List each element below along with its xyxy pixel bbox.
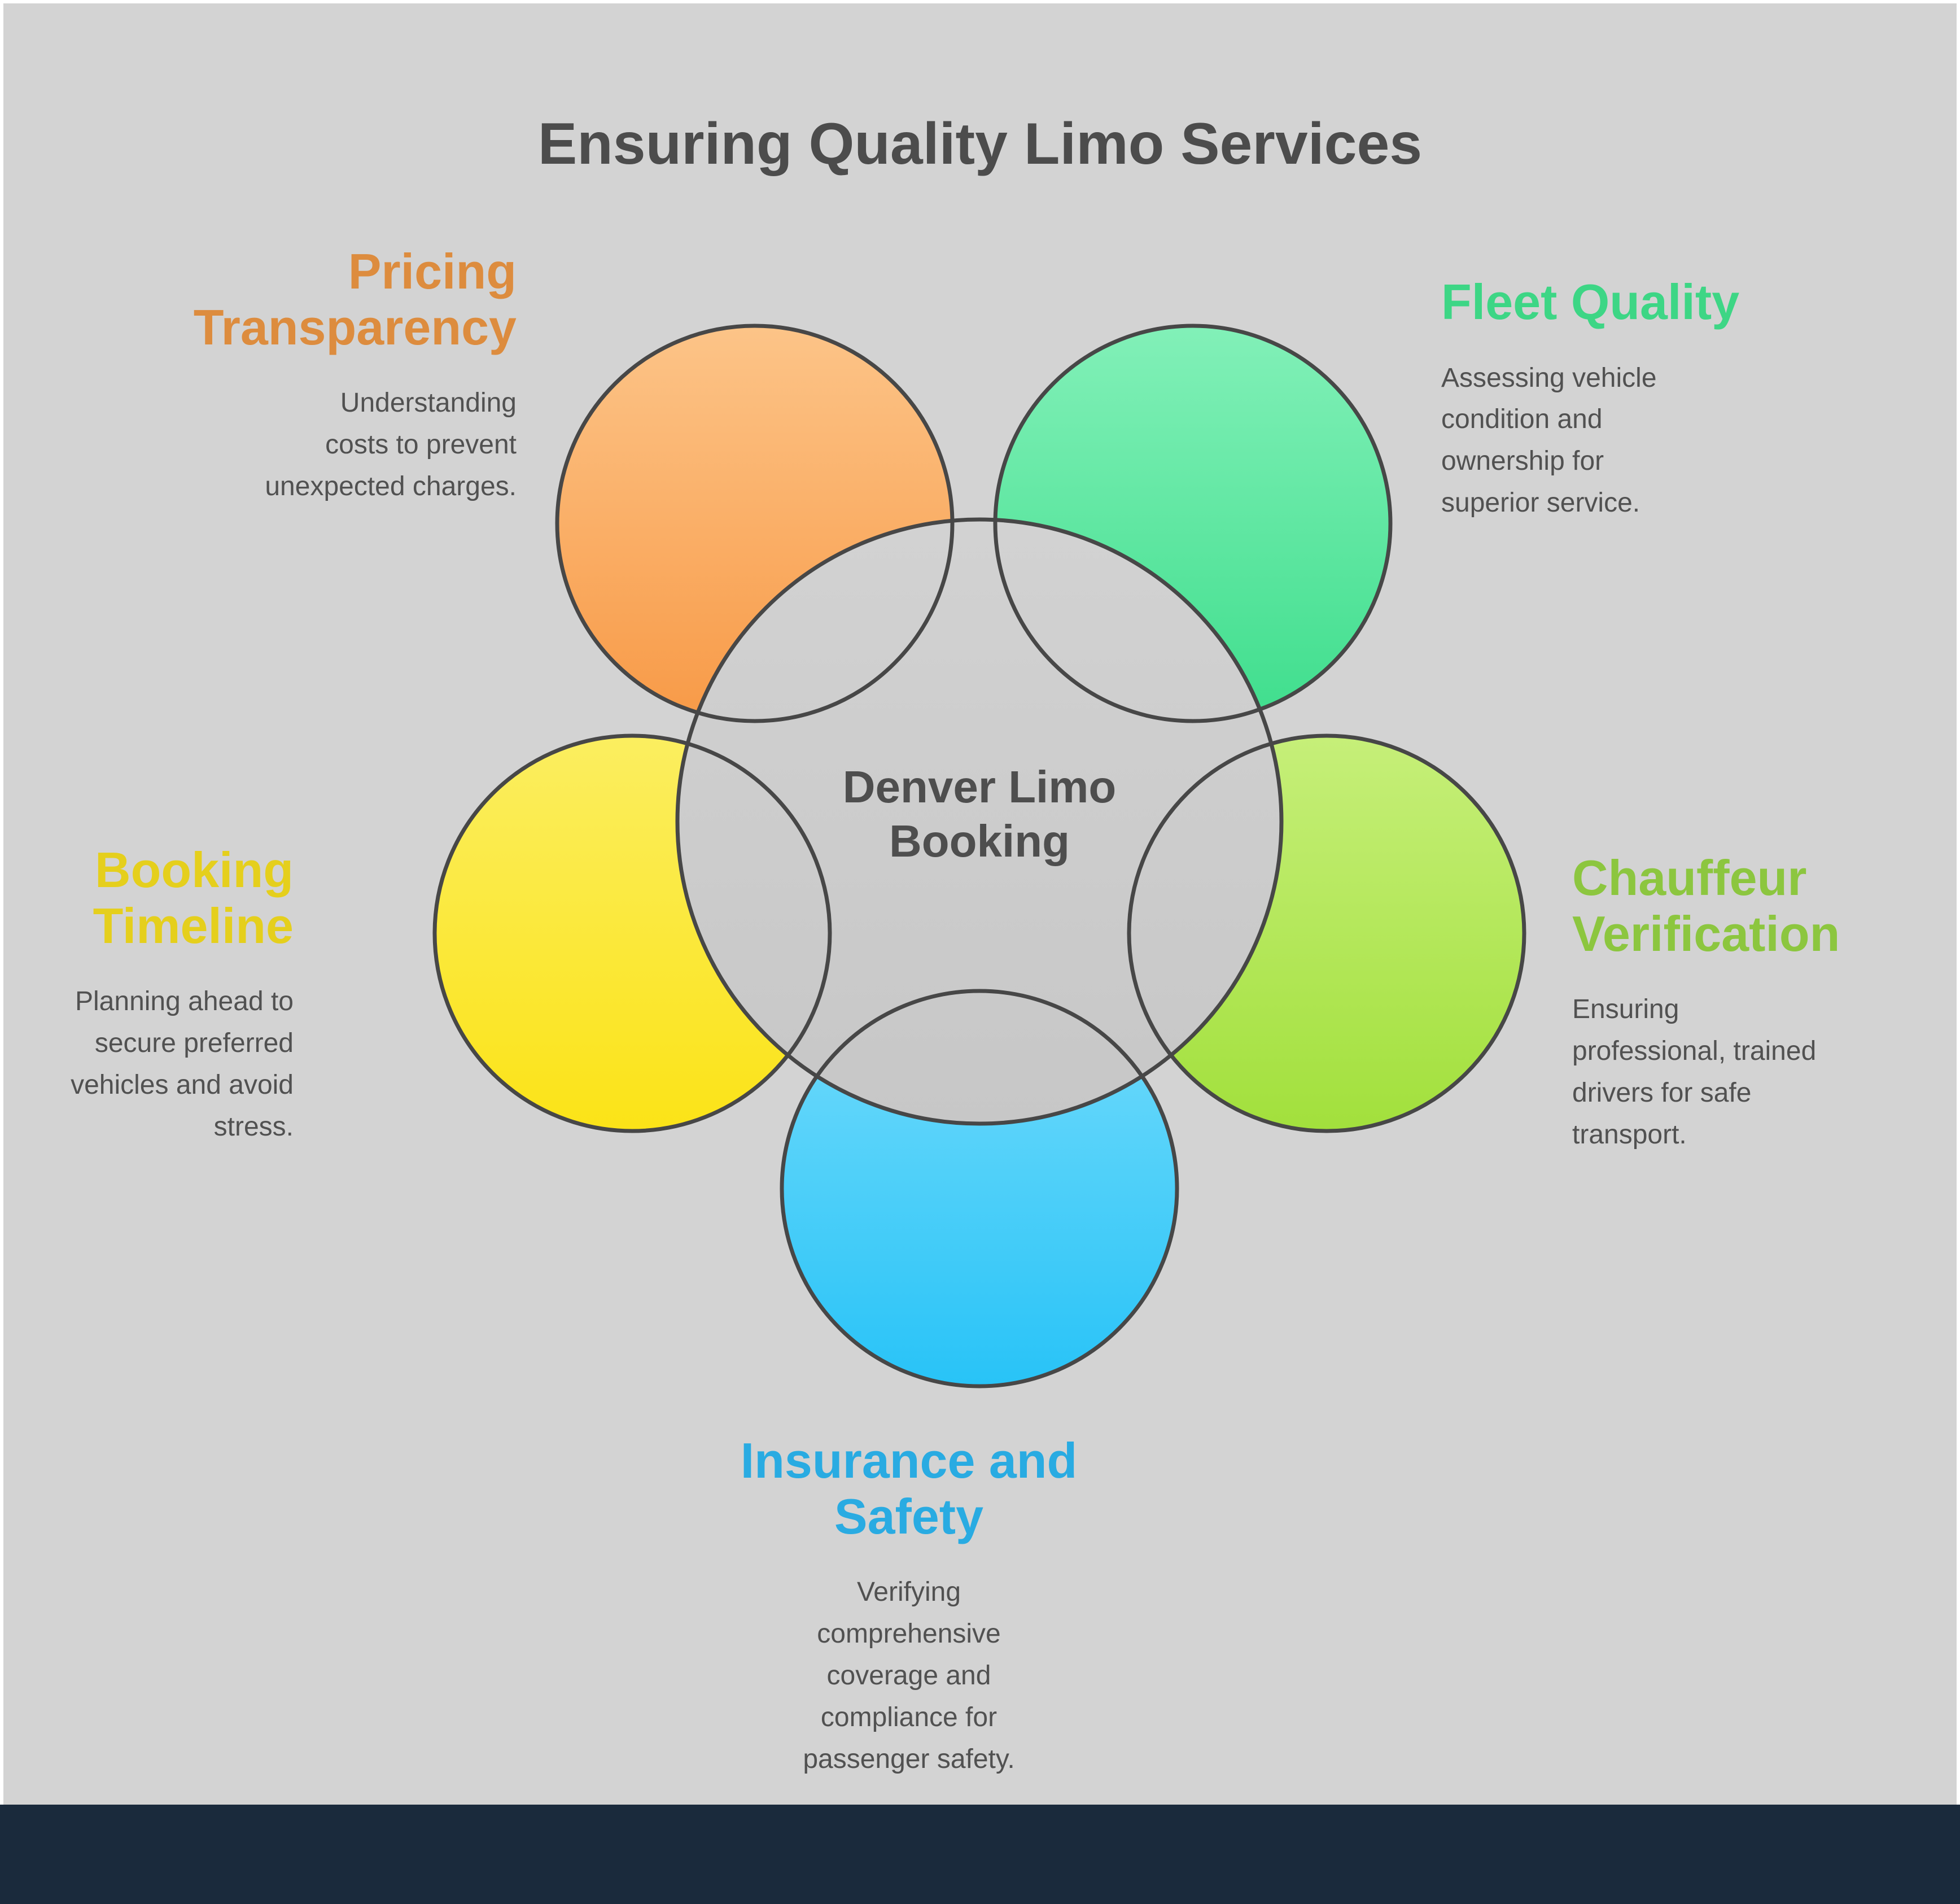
chauffeur-circle-outline — [1127, 733, 1526, 1133]
insurance-circle-outline — [780, 989, 1179, 1388]
center-circle-fill — [677, 519, 1281, 1124]
fleet-circle-outline — [993, 324, 1393, 723]
center-circle-outline — [675, 517, 1284, 1126]
pricing-circle-outline — [555, 324, 955, 723]
footer-bar — [0, 1805, 1960, 1904]
booking-circle-outline — [432, 733, 832, 1133]
